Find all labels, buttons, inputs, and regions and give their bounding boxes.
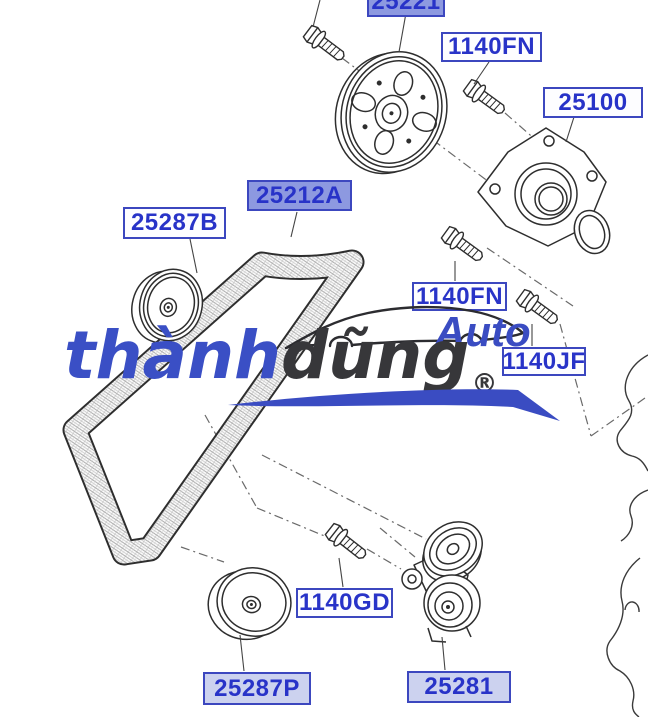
idler-pulley-25287b-drawing <box>131 268 204 344</box>
part-label-25287p[interactable]: 25287P <box>203 672 311 705</box>
bolt-icon <box>438 223 488 267</box>
center-lines <box>180 57 646 570</box>
part-label-1140gd[interactable]: 1140GD <box>296 588 393 618</box>
part-label-25287b[interactable]: 25287B <box>123 207 226 239</box>
leader-lines <box>189 0 575 672</box>
part-label-25281[interactable]: 25281 <box>407 671 511 703</box>
part-label-25212a[interactable]: 25212A <box>247 180 352 211</box>
serpentine-belt-drawing <box>62 249 365 566</box>
tensioner-drawing <box>401 521 483 643</box>
part-label-25100[interactable]: 25100 <box>543 87 643 118</box>
engine-block-partial-drawing <box>606 354 648 717</box>
water-pump-drawing <box>477 127 611 255</box>
part-label-1140fn-mid[interactable]: 1140FN <box>412 282 507 311</box>
idler-pulley-25287p-drawing <box>207 567 292 641</box>
gasket-drawing <box>573 209 611 255</box>
bolt-icon <box>300 22 350 67</box>
part-label-1140jf[interactable]: 1140JF <box>502 347 586 376</box>
part-label-1140fn-top[interactable]: 1140FN <box>441 32 542 62</box>
bolt-icon <box>322 520 372 565</box>
part-label-25221[interactable]: 25221 <box>367 0 445 17</box>
water-pump-pulley-drawing <box>334 51 448 175</box>
bolt-icon <box>460 76 510 120</box>
